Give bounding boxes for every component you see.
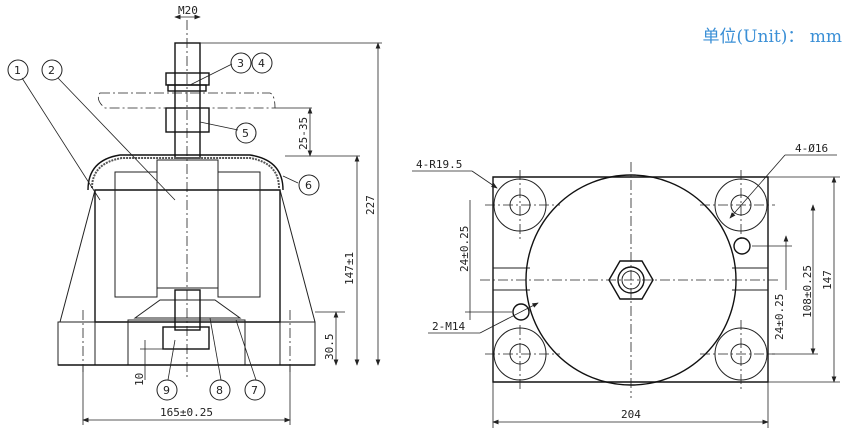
rubber-right [217, 171, 261, 298]
center-nut [608, 260, 654, 300]
thread-hole-left [512, 303, 530, 321]
thread-hole-right [733, 237, 751, 255]
balloon-8: 8 [209, 379, 231, 401]
dim-total-height: 227 [364, 195, 377, 215]
dim-body-height: 147±1 [343, 252, 356, 285]
svg-text:3: 3 [237, 57, 244, 70]
svg-text:8: 8 [216, 384, 223, 397]
cone [133, 299, 242, 319]
dim-offset-left: 24±0.25 [458, 226, 471, 272]
dim-bottom-offset: 10 [133, 373, 146, 386]
stud [174, 42, 201, 159]
balloon-7: 7 [244, 379, 266, 401]
label-hole-dia: 4-Ø16 [795, 142, 828, 155]
svg-text:5: 5 [242, 127, 249, 140]
balloon-1: 1 [7, 59, 29, 81]
washer [167, 84, 207, 92]
label-corner-radius: 4-R19.5 [416, 158, 462, 171]
rubber-left [114, 171, 158, 298]
side-view: M20 227 147±1 25-35 30.5 10 165±0.25 1 [7, 4, 382, 425]
bottom-nut [162, 326, 210, 350]
nut-lower [165, 107, 210, 133]
mount-holes [493, 178, 768, 381]
balloon-9: 9 [156, 379, 178, 401]
unit-label: 单位(Unit)： mm [702, 27, 842, 47]
label-thread-holes: 2-M14 [432, 320, 465, 333]
dim-overall-height: 147 [821, 270, 834, 290]
core [156, 159, 219, 289]
balloon-2: 2 [41, 59, 63, 81]
dim-thread: M20 [178, 4, 198, 17]
svg-text:7: 7 [251, 384, 258, 397]
dim-overall-width: 204 [621, 408, 641, 421]
balloons: 1 2 3 4 5 6 7 8 9 [7, 52, 320, 401]
dim-hole-pitch: 108±0.25 [801, 265, 814, 318]
housing [94, 189, 281, 323]
balloon-5: 5 [235, 122, 257, 144]
base-outline [492, 176, 769, 383]
svg-text:6: 6 [305, 179, 312, 192]
svg-text:9: 9 [163, 384, 170, 397]
dim-adjust-range: 25-35 [297, 117, 310, 150]
dim-offset-right: 24±0.25 [773, 294, 786, 340]
svg-text:2: 2 [48, 64, 55, 77]
top-view: 4-R19.5 4-Ø16 2-M14 24±0.25 24±0.25 108±… [412, 142, 840, 428]
balloon-4: 4 [251, 52, 273, 74]
dim-base-height: 30.5 [323, 334, 336, 361]
svg-text:1: 1 [14, 64, 21, 77]
balloon-6: 6 [298, 174, 320, 196]
cap [87, 154, 284, 191]
dim-hole-spacing: 165±0.25 [160, 406, 213, 419]
balloon-3: 3 [230, 52, 252, 74]
svg-text:4: 4 [258, 57, 265, 70]
